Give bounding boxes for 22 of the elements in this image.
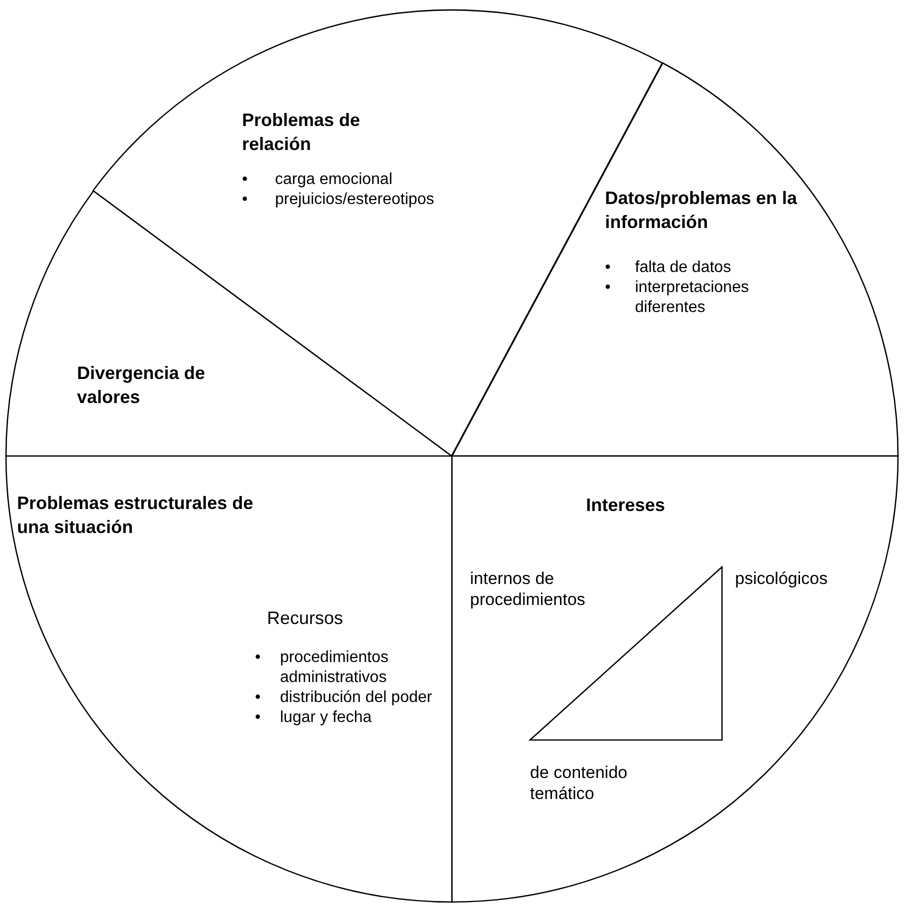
sector-heading: Datos/problemas en la información [605, 186, 798, 234]
bullet-mark: • [255, 688, 261, 708]
list-item: prejuicios/estereotipos [274, 190, 436, 210]
bullet-mark: • [255, 648, 261, 668]
sector-heading: Problemas estructurales de una situación [17, 492, 254, 539]
corner-label: internos de procedimientos [470, 568, 586, 610]
bullet-mark: • [255, 708, 261, 728]
corner-label: psicológicos [735, 568, 829, 589]
sector-heading: Intereses [586, 494, 666, 517]
sector-heading: Divergencia de valores [77, 362, 206, 409]
bullet-mark: • [605, 258, 611, 278]
list-item: interpretaciones diferentes [635, 278, 750, 318]
list-item: carga emocional [274, 170, 394, 190]
list-item: lugar y fecha [280, 708, 373, 728]
bullet-mark: • [242, 170, 248, 190]
sector-heading: Problemas de relación [242, 109, 362, 156]
corner-label: de contenido temático [530, 762, 628, 804]
bullet-mark: • [242, 190, 248, 210]
list-item: falta de datos [635, 258, 732, 278]
bullet-mark: • [605, 278, 611, 298]
list-item: distribución del poder [280, 688, 434, 708]
body-text: Recursos [267, 608, 344, 629]
